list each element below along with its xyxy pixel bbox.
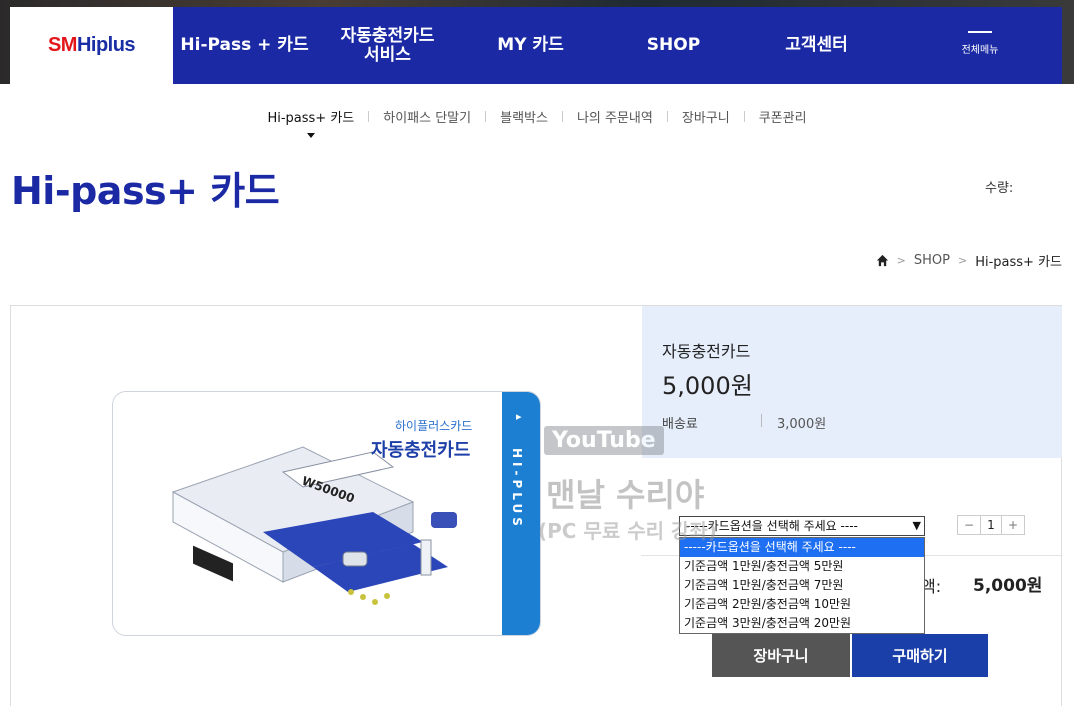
shipping-value: 3,000원: [777, 417, 827, 432]
hamburger-icon: [968, 31, 992, 33]
sub-nav: Hi-pass+ 카드 하이패스 단말기 블랙박스 나의 주문내역 장바구니 쿠…: [0, 104, 1074, 138]
breadcrumb: > SHOP > Hi-pass+ 카드: [876, 251, 1062, 270]
subnav-blackbox[interactable]: 블랙박스: [500, 110, 548, 126]
quantity-stepper: − 1 +: [957, 515, 1025, 535]
shipping-label: 배송료: [662, 417, 698, 432]
total-label: 액:: [921, 577, 942, 596]
product-price: 5,000원: [662, 372, 753, 400]
divider: [761, 414, 762, 427]
dropdown-option[interactable]: 기준금액 2만원/충전금액 10만원: [684, 597, 852, 611]
dropdown-option[interactable]: 기준금액 1만원/충전금액 7만원: [684, 578, 844, 592]
dropdown-option[interactable]: 기준금액 3만원/충전금액 20만원: [684, 616, 852, 630]
main-nav: Hi-Pass + 카드 자동충전카드 서비스 MY 카드 SHOP 고객센터 …: [173, 7, 1062, 84]
breadcrumb-shop[interactable]: SHOP: [913, 253, 950, 268]
subnav-terminal[interactable]: 하이패스 단말기: [383, 110, 472, 126]
chevron-right-icon: >: [896, 254, 906, 267]
divider: [485, 110, 487, 122]
card-option-select[interactable]: -----카드옵션을 선택해 주세요 ---- ▼: [679, 516, 925, 536]
nav-shop[interactable]: SHOP: [646, 35, 701, 55]
quantity-label: 수량:: [985, 181, 1014, 196]
logo[interactable]: SMHiplus: [10, 7, 173, 84]
subnav-coupons[interactable]: 쿠폰관리: [758, 110, 807, 126]
product-box: W50000 하이플러스카드 자동충전카드 ▸ HI-PLUS 자동충전카드 5…: [10, 305, 1062, 706]
divider: [368, 110, 370, 122]
chevron-right-icon: >: [957, 254, 968, 267]
divider: [666, 110, 668, 122]
divider: [561, 110, 563, 122]
arrow-right-icon: ▸: [516, 410, 522, 423]
dropdown-option[interactable]: 기준금액 1만원/충전금액 5만원: [684, 559, 844, 573]
plus-button[interactable]: +: [1007, 518, 1019, 532]
chevron-down-icon: ▼: [912, 519, 921, 532]
nav-my-card[interactable]: MY 카드: [497, 35, 564, 55]
subnav-hipass-card[interactable]: Hi-pass+ 카드: [253, 107, 368, 138]
logo-sm: SM: [47, 34, 78, 56]
card-strip-text: HI-PLUS: [510, 448, 524, 530]
divider: [743, 110, 745, 122]
nav-customer-center[interactable]: 고객센터: [785, 35, 848, 55]
card-title: 자동충전카드: [371, 440, 471, 461]
all-menu-button[interactable]: 전체메뉴: [958, 31, 1002, 56]
subnav-cart[interactable]: 장바구니: [681, 110, 730, 126]
card-option-dropdown: -----카드옵션을 선택해 주세요 ---- 기준금액 1만원/충전금액 5만…: [679, 537, 925, 634]
total-price: 5,000원: [973, 576, 1043, 596]
nav-auto-charge-service[interactable]: 자동충전카드 서비스: [340, 25, 435, 65]
quantity-value[interactable]: 1: [980, 516, 1002, 534]
minus-button[interactable]: −: [963, 518, 975, 532]
active-caret-icon: [306, 132, 315, 138]
card-side-strip: ▸ HI-PLUS: [502, 392, 540, 635]
dropdown-option[interactable]: -----카드옵션을 선택해 주세요 ----: [680, 538, 924, 557]
buy-now-button[interactable]: 구매하기: [852, 634, 988, 677]
subnav-my-orders[interactable]: 나의 주문내역: [576, 110, 653, 126]
product-card-image: W50000 하이플러스카드 자동충전카드 ▸ HI-PLUS: [112, 391, 541, 636]
breadcrumb-current: Hi-pass+ 카드: [975, 255, 1062, 270]
nav-hipass-card[interactable]: Hi-Pass + 카드: [180, 35, 309, 55]
product-name: 자동충전카드: [662, 342, 751, 361]
add-to-cart-button[interactable]: 장바구니: [712, 634, 850, 677]
card-subtitle: 하이플러스카드: [395, 419, 473, 433]
card-illustration: W50000: [171, 446, 457, 605]
product-info-panel: 자동충전카드 5,000원 배송료 3,000원: [642, 306, 1062, 458]
home-icon[interactable]: [876, 254, 889, 267]
page-title: Hi-pass+ 카드: [11, 169, 280, 213]
logo-hiplus: Hiplus: [76, 34, 136, 56]
